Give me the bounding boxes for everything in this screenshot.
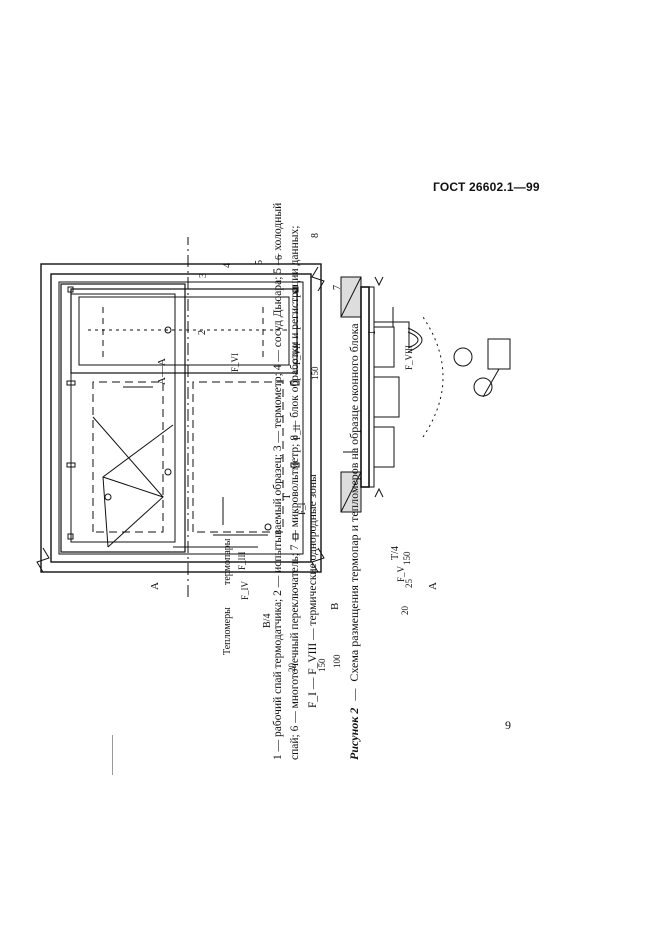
document-code-header: ГОСТ 26602.1—99 [433, 180, 540, 194]
label-height-t: Т [281, 493, 293, 500]
dim-150-c: 150 [310, 366, 320, 380]
callout-6: 6 [274, 255, 285, 260]
dim-150-a: 150 [317, 658, 327, 672]
section-aa-drawing [340, 276, 511, 513]
label-b-quarter: В/4 [262, 614, 273, 628]
callout-4: 4 [222, 263, 233, 268]
legend-line-1: 1 — рабочий спай термодатчика; 2 — испыт… [272, 203, 284, 760]
zone-f3: F_III [237, 552, 247, 571]
dim-100: 100 [332, 654, 342, 668]
window-elevation-drawing [36, 237, 325, 597]
zone-f4: F_IV [240, 580, 250, 600]
zone-f6: F_VI [230, 353, 240, 372]
legend-line-3: F_I — F_VIII — термические однородные зо… [307, 474, 319, 708]
zone-f1: F_I [297, 502, 307, 515]
dim-150-b: 150 [402, 551, 412, 565]
page-number: 9 [505, 718, 511, 732]
zone-f7: F_VII [292, 343, 302, 365]
dim-20-b: 20 [400, 606, 410, 616]
callout-7: 7 [332, 285, 343, 290]
zone-f8: F_VIII [404, 345, 414, 370]
callout-8: 8 [310, 233, 321, 238]
legend-line-2: спай; 6 — многоточечный переключатель; 7… [289, 226, 301, 760]
section-mark-a-bottom: А [427, 582, 439, 590]
callout-3: 3 [198, 273, 209, 278]
scan-artifact-line [112, 735, 113, 775]
zone-f2: F_II [292, 424, 302, 440]
section-mark-a-top: А [149, 582, 161, 590]
callout-2: 2 [197, 330, 208, 335]
dim-25: 25 [404, 579, 414, 589]
label-thermocouples: термопары [222, 538, 233, 585]
dim-20-a: 20 [287, 663, 297, 673]
callout-1: 1 [367, 330, 378, 335]
figure-caption: Рисунок 2 — Схема размещения термопар и … [347, 323, 361, 760]
section-label: А—А [156, 358, 168, 385]
zone-f5: F_V [396, 565, 406, 582]
label-t-quarter: Т/4 [390, 546, 401, 560]
callout-5: 5 [254, 260, 265, 265]
label-width-b: В [329, 603, 341, 610]
label-heatmeters: Тепломеры [222, 607, 233, 655]
